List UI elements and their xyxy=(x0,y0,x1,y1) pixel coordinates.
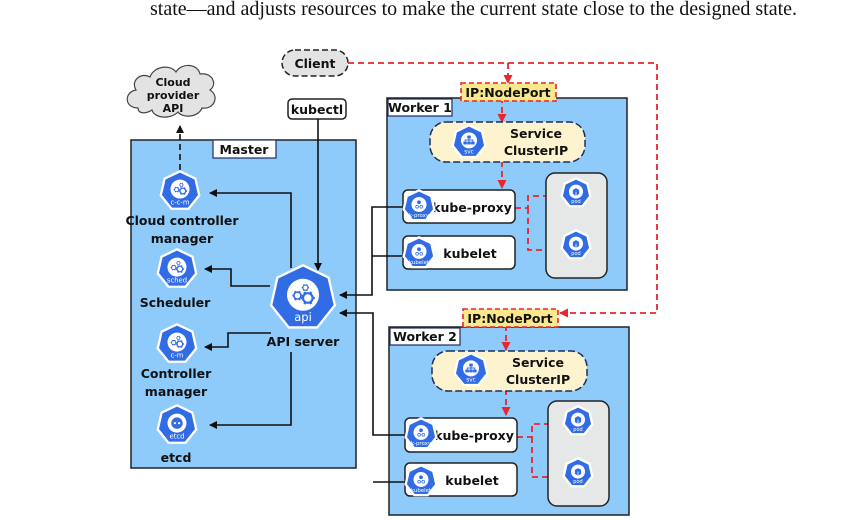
cm-label-2: manager xyxy=(145,384,208,399)
scheduler-icon-text: sched xyxy=(167,277,187,285)
worker-2-kubelet-label: kubelet xyxy=(445,473,498,488)
worker-1-proxy-link xyxy=(339,206,405,299)
worker-1-title-box xyxy=(387,98,453,117)
caption-text: state—and adjusts resources to make the … xyxy=(150,0,798,20)
api-to-ccm-arrow xyxy=(209,189,292,268)
worker-1-title: Worker 1 xyxy=(388,100,452,115)
worker-2-pod-2-icon: pod xyxy=(562,457,594,488)
worker-2-service-label-1: Service xyxy=(512,355,564,370)
etcd-icon-text: etcd xyxy=(170,433,185,441)
worker-1-kube-proxy-icon: k-proxy xyxy=(402,189,436,222)
api-server-icon-text: api xyxy=(294,310,312,324)
master-title-box xyxy=(212,139,277,159)
worker-1-pod-2-icon: pod xyxy=(560,229,592,260)
proxy-1-to-pod-1-arrow xyxy=(515,191,563,209)
api-server-label: API server xyxy=(267,334,341,349)
client-to-worker-1-nodeport xyxy=(348,62,513,84)
worker-1-pod-2-icon-text: pod xyxy=(571,251,580,257)
worker-2-pod-1-icon: pod xyxy=(562,405,594,436)
worker-1-kubelet-label: kubelet xyxy=(443,246,496,261)
worker-2-title: Worker 2 xyxy=(393,329,457,344)
scheduler-label: Scheduler xyxy=(140,295,211,310)
worker-1-nodeport-box[interactable] xyxy=(460,82,557,102)
worker-2-service-icon: svc xyxy=(453,352,489,387)
cloud-provider-label-2: provider xyxy=(147,89,200,102)
api-server-icon: api xyxy=(269,264,337,329)
client-label: Client xyxy=(294,56,335,71)
worker-1-nodeport-label: IP:NodePort xyxy=(465,85,550,100)
cloud-shape xyxy=(126,64,216,118)
worker-1-service-label-2: ClusterIP xyxy=(504,143,568,158)
api-to-cm-arrow xyxy=(204,332,271,351)
worker-1-kubelet-icon-text: kubelet xyxy=(409,260,429,266)
master-title: Master xyxy=(220,142,270,157)
worker-2-kubelet-icon-text: kubelet xyxy=(411,488,431,494)
worker-2-pod-1-icon-text: pod xyxy=(573,427,582,433)
worker-2-kube-proxy-label: kube-proxy xyxy=(434,428,514,443)
worker-1-service-label-1: Service xyxy=(510,126,562,141)
traffic-connections xyxy=(348,62,658,482)
worker-2-nodeport-box[interactable] xyxy=(462,308,559,328)
client-box[interactable] xyxy=(281,49,349,77)
client-to-worker-2-nodeport xyxy=(508,62,658,318)
control-connections xyxy=(176,119,405,483)
etcd-icon: etcd xyxy=(156,404,198,444)
scheduler-icon: sched xyxy=(156,248,198,288)
api-to-scheduler-arrow xyxy=(204,265,270,287)
controller-manager-icon: c-m xyxy=(156,323,198,363)
ccm-label-2: manager xyxy=(151,231,214,246)
worker-2-service-icon-text: svc xyxy=(466,378,476,384)
worker-2-pod-2-icon-text: pod xyxy=(573,479,582,485)
worker-1-service-icon: svc xyxy=(451,124,487,159)
api-to-etcd-arrow xyxy=(209,352,292,429)
worker-1-kube-proxy-label: kube-proxy xyxy=(432,200,512,215)
worker-1-kube-proxy-icon-text: k-proxy xyxy=(409,213,430,219)
worker-1-pod-1-icon-text: pod xyxy=(571,199,580,205)
k8s-icons: c-c-m sched c-m etcd api svc k-proxy kubelet pod… xyxy=(156,124,594,497)
worker-1-kubelet-icon: kubelet xyxy=(402,236,436,269)
worker-2-title-box xyxy=(389,327,461,346)
worker-2-kubelet-icon: kubelet xyxy=(404,464,438,497)
worker-2-kube-proxy-icon: k-proxy xyxy=(404,417,438,450)
worker-2-service-label-2: ClusterIP xyxy=(506,372,570,387)
cloud-provider-label-3: API xyxy=(163,102,184,115)
cm-label-1: Controller xyxy=(141,366,212,381)
controller-manager-icon-text: c-m xyxy=(171,352,184,360)
cloud-controller-manager-icon: c-c-m xyxy=(159,170,201,210)
worker-2-nodeport-label: IP:NodePort xyxy=(467,311,552,326)
worker-1-pod-1-icon: pod xyxy=(560,177,592,208)
cloud-provider-api: Cloud provider API xyxy=(126,64,216,118)
worker-1-pod-group xyxy=(545,172,608,279)
ccm-label-1: Cloud controller xyxy=(125,213,239,228)
cloud-controller-manager-icon-text: c-c-m xyxy=(170,199,189,207)
etcd-label: etcd xyxy=(161,450,192,465)
worker-2-pod-group xyxy=(547,400,610,507)
kubectl-box[interactable] xyxy=(287,98,347,120)
worker-2-proxy-link xyxy=(339,309,405,436)
cloud-provider-label-1: Cloud xyxy=(155,76,190,89)
worker-2-kube-proxy-icon-text: k-proxy xyxy=(411,441,432,447)
worker-1-service-icon-text: svc xyxy=(464,150,474,156)
kubectl-label: kubectl xyxy=(291,102,343,117)
